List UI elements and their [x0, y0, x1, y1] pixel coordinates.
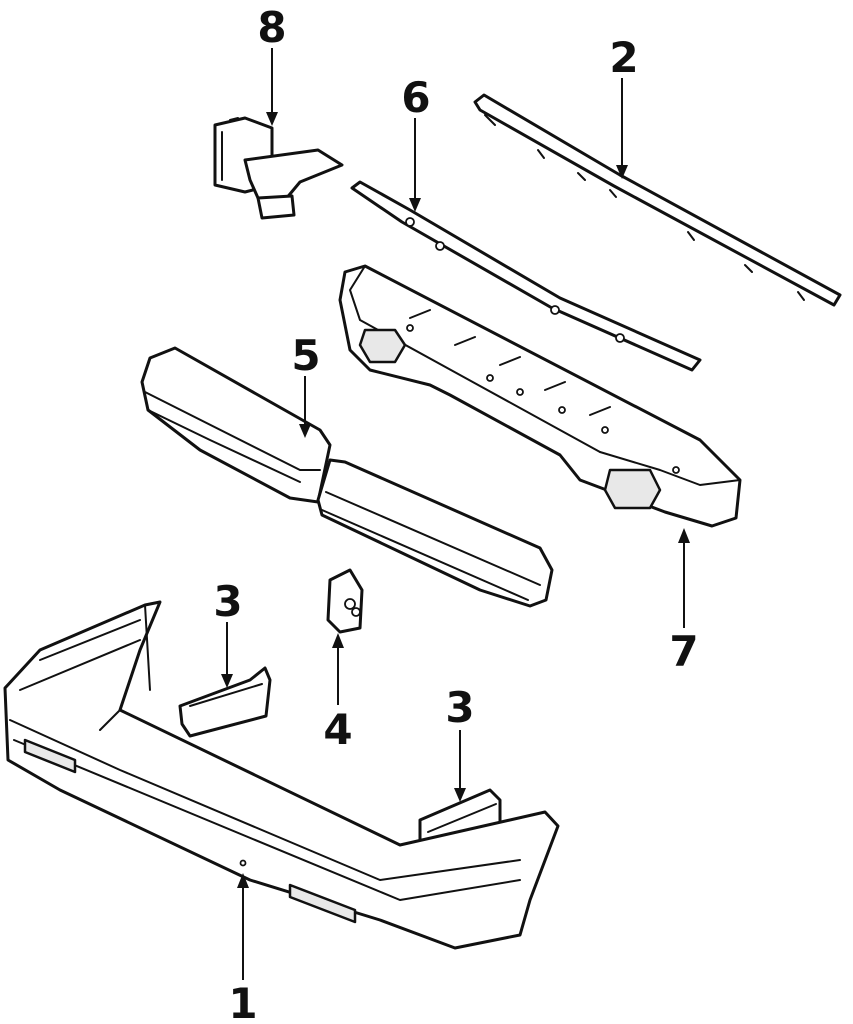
callout-7: 7 — [669, 627, 698, 676]
callout-3-right: 3 — [445, 683, 474, 732]
callout-2: 2 — [609, 33, 638, 82]
part-3-pad-left[interactable] — [178, 666, 272, 738]
callout-5: 5 — [291, 331, 320, 380]
callout-labels: 8 2 6 5 7 3 3 4 1 — [213, 3, 698, 1024]
callout-1: 1 — [228, 979, 257, 1024]
part-8-bracket[interactable] — [213, 116, 344, 220]
part-7-absorber[interactable] — [338, 264, 742, 528]
callout-3-left: 3 — [213, 577, 242, 626]
leader-lines — [221, 48, 690, 980]
part-6-strip[interactable] — [350, 180, 702, 372]
callout-4: 4 — [323, 705, 352, 754]
part-5-face-bar[interactable] — [140, 346, 554, 608]
part-2-trim-strip[interactable] — [473, 93, 842, 307]
callout-6: 6 — [401, 73, 430, 122]
callout-8: 8 — [257, 3, 286, 52]
part-4-bracket[interactable] — [326, 568, 364, 634]
part-1-bumper-cover[interactable] — [3, 600, 560, 950]
